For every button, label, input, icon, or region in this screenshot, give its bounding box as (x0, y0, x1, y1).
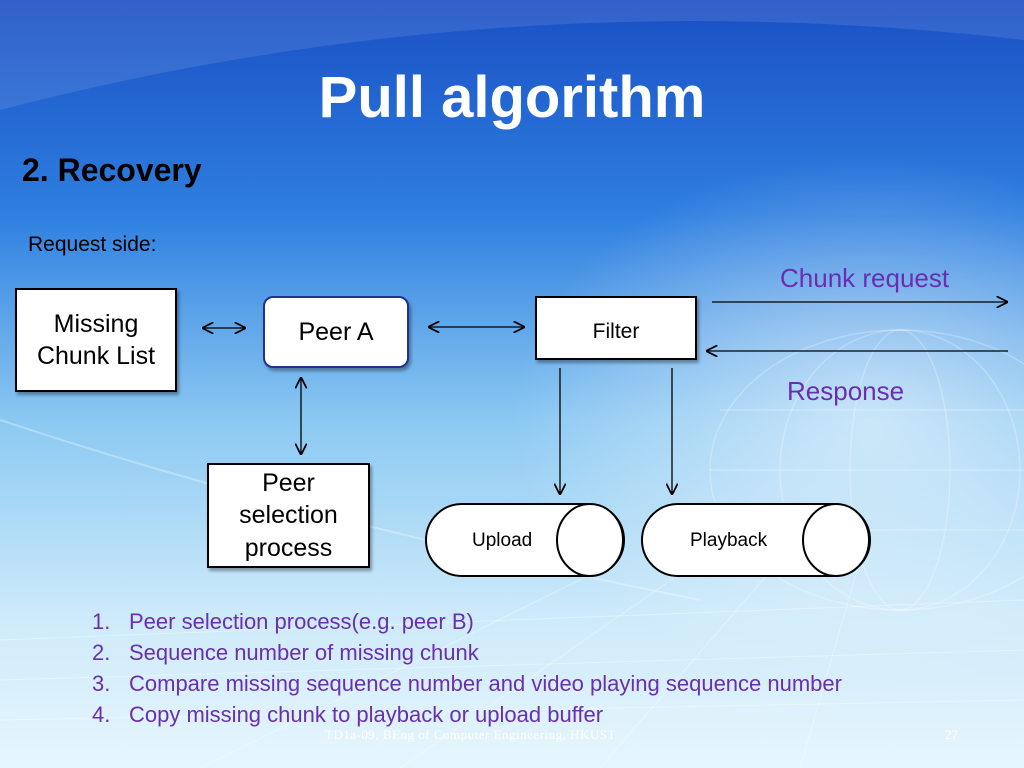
playback-buffer-cylinder (641, 503, 871, 577)
peer-selection-box: Peer selection process (207, 463, 370, 568)
chunk-request-label: Chunk request (780, 263, 950, 293)
swoosh-decoration (0, 0, 1024, 110)
missing-chunk-list-label: Missing Chunk List (36, 309, 156, 371)
playback-label: Playback (690, 530, 768, 551)
list-item: 4.Copy missing chunk to playback or uplo… (92, 702, 604, 727)
steps-list: 1.Peer selection process(e.g. peer B) 2.… (92, 606, 842, 730)
upload-buffer-cylinder (425, 503, 625, 577)
peer-selection-label: Peer selection process (239, 468, 338, 562)
list-item: 2.Sequence number of missing chunk (92, 640, 479, 665)
grid-decoration (0, 559, 1024, 768)
peer-a-label: Peer A (298, 317, 374, 346)
list-item: 1.Peer selection process(e.g. peer B) (92, 609, 474, 634)
request-side-label: Request side: (28, 233, 157, 256)
section-heading: 2. Recovery (22, 152, 202, 188)
filter-box: Filter (535, 296, 697, 360)
peer-a-box: Peer A (263, 296, 409, 368)
page-number: 27 (945, 727, 958, 742)
slide-footer: TD1a-09, BEng of Computer Engineering, H… (325, 727, 616, 742)
response-label: Response (787, 376, 905, 406)
globe-decoration (709, 329, 1024, 611)
filter-label: Filter (592, 320, 640, 343)
missing-chunk-list-box: Missing Chunk List (15, 288, 177, 392)
upload-label: Upload (472, 530, 533, 551)
slide-title: Pull algorithm (318, 65, 706, 130)
list-item: 3.Compare missing sequence number and vi… (92, 671, 842, 696)
